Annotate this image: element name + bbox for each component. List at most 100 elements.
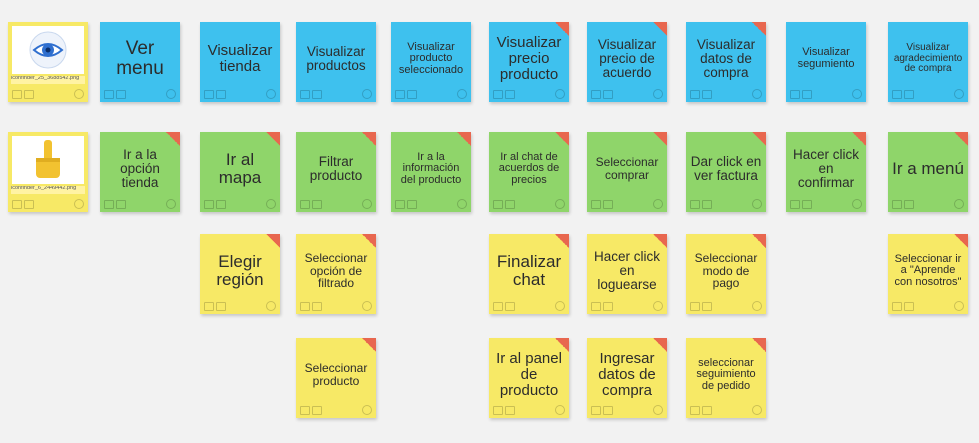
sticky-note[interactable]: Visualizar tienda xyxy=(200,22,280,102)
new-badge-corner xyxy=(362,132,376,146)
check-icon xyxy=(555,301,565,311)
note-footer-icons xyxy=(591,90,613,99)
sticky-note[interactable]: Ir al mapa xyxy=(200,132,280,212)
note-footer-icons xyxy=(493,90,515,99)
sticky-note[interactable]: Visualizar segumiento xyxy=(786,22,866,102)
sticky-note[interactable]: Ir a la información del producto xyxy=(391,132,471,212)
sticky-note[interactable]: Visualizar precio de acuerdo xyxy=(587,22,667,102)
sticky-note[interactable]: Ir a la opción tienda xyxy=(100,132,180,212)
check-icon xyxy=(954,301,964,311)
note-footer-icons xyxy=(300,90,322,99)
check-icon xyxy=(752,89,762,99)
note-footer-icons xyxy=(892,200,914,209)
check-icon xyxy=(166,89,176,99)
note-text: Seleccionar producto xyxy=(304,361,368,388)
check-icon xyxy=(362,405,372,415)
sticky-note[interactable]: Visualizar precio producto xyxy=(489,22,569,102)
new-badge-corner xyxy=(266,234,280,248)
new-badge-corner xyxy=(752,338,766,352)
note-text: Seleccionar comprar xyxy=(595,155,659,182)
note-text: Ir al chat de acuerdos de precios xyxy=(498,150,560,186)
sticky-note[interactable]: Ir al chat de acuerdos de precios xyxy=(489,132,569,212)
check-icon xyxy=(752,405,762,415)
sticky-note[interactable]: Filtrar producto xyxy=(296,132,376,212)
new-badge-corner xyxy=(555,22,569,36)
check-icon xyxy=(555,89,565,99)
sticky-note[interactable]: Visualizar producto seleccionado xyxy=(391,22,471,102)
sticky-note[interactable]: Ir al panel de producto xyxy=(489,338,569,418)
sticky-note[interactable]: Ingresar datos de compra xyxy=(587,338,667,418)
new-badge-corner xyxy=(555,132,569,146)
check-icon xyxy=(74,199,84,209)
note-text: Visualizar agradecimiento de compra xyxy=(893,42,963,75)
note-footer-icons xyxy=(690,200,712,209)
sticky-note[interactable]: Visualizar datos de compra xyxy=(686,22,766,102)
sticky-note[interactable]: Seleccionar opción de filtrado xyxy=(296,234,376,314)
sticky-note[interactable]: Finalizar chat xyxy=(489,234,569,314)
new-badge-corner xyxy=(457,132,471,146)
note-footer-icons xyxy=(204,302,226,311)
sticky-note[interactable]: Hacer click en confirmar xyxy=(786,132,866,212)
note-footer-icons xyxy=(591,200,613,209)
note-text: Ir a menú xyxy=(892,159,964,179)
pointing-hand-icon xyxy=(12,136,84,184)
note-footer-icons xyxy=(591,302,613,311)
note-footer-icons xyxy=(12,200,34,209)
new-badge-corner xyxy=(653,22,667,36)
note-text: Ir al panel de producto xyxy=(496,350,562,399)
new-badge-corner xyxy=(266,132,280,146)
note-text: Visualizar productos xyxy=(306,43,366,73)
check-icon xyxy=(457,89,467,99)
sticky-note[interactable]: Visualizar productos xyxy=(296,22,376,102)
check-icon xyxy=(362,199,372,209)
note-text: Elegir región xyxy=(216,252,264,289)
note-footer-icons xyxy=(493,200,515,209)
sticky-note[interactable]: seleccionar seguimiento de pedido xyxy=(686,338,766,418)
image-note-eye[interactable]: iconfinder_25_3688542.png xyxy=(8,22,88,102)
note-text: Ir al mapa xyxy=(218,150,262,187)
note-footer-icons xyxy=(12,90,34,99)
check-icon xyxy=(362,89,372,99)
check-icon xyxy=(954,89,964,99)
sticky-note[interactable]: Seleccionar producto xyxy=(296,338,376,418)
check-icon xyxy=(653,301,663,311)
new-badge-corner xyxy=(362,338,376,352)
note-footer-icons xyxy=(892,302,914,311)
note-text: Seleccionar ir a "Aprende con nosotros" xyxy=(894,252,962,288)
sticky-note[interactable]: Seleccionar modo de pago xyxy=(686,234,766,314)
sticky-note[interactable]: Ver menu xyxy=(100,22,180,102)
note-text: Seleccionar modo de pago xyxy=(694,251,758,291)
new-badge-corner xyxy=(752,234,766,248)
sticky-note[interactable]: Seleccionar ir a "Aprende con nosotros" xyxy=(888,234,968,314)
new-badge-corner xyxy=(752,22,766,36)
sticky-note[interactable]: Ir a menú xyxy=(888,132,968,212)
note-text: Hacer click en confirmar xyxy=(792,146,859,191)
new-badge-corner xyxy=(653,234,667,248)
new-badge-corner xyxy=(653,338,667,352)
note-footer-icons xyxy=(104,90,126,99)
note-text: Ver menu xyxy=(116,38,164,79)
sticky-note[interactable]: Visualizar agradecimiento de compra xyxy=(888,22,968,102)
check-icon xyxy=(362,301,372,311)
image-filename: iconfinder_6_2449442.png xyxy=(11,186,85,194)
image-note-hand[interactable]: iconfinder_6_2449442.png xyxy=(8,132,88,212)
new-badge-corner xyxy=(852,132,866,146)
note-footer-icons xyxy=(300,302,322,311)
note-text: seleccionar seguimiento de pedido xyxy=(696,356,756,392)
note-text: Filtrar producto xyxy=(309,153,363,183)
note-footer-icons xyxy=(690,302,712,311)
note-footer-icons xyxy=(204,90,226,99)
new-badge-corner xyxy=(752,132,766,146)
note-footer-icons xyxy=(790,200,812,209)
note-text: Seleccionar opción de filtrado xyxy=(304,251,368,291)
sticky-note[interactable]: Dar click en ver factura xyxy=(686,132,766,212)
note-footer-icons xyxy=(204,200,226,209)
check-icon xyxy=(752,301,762,311)
sticky-note[interactable]: Hacer click en loguearse xyxy=(587,234,667,314)
note-text: Hacer click en loguearse xyxy=(593,248,660,293)
sticky-note[interactable]: Seleccionar comprar xyxy=(587,132,667,212)
new-badge-corner xyxy=(555,234,569,248)
sticky-note[interactable]: Elegir región xyxy=(200,234,280,314)
note-text: Visualizar segumiento xyxy=(797,46,855,70)
